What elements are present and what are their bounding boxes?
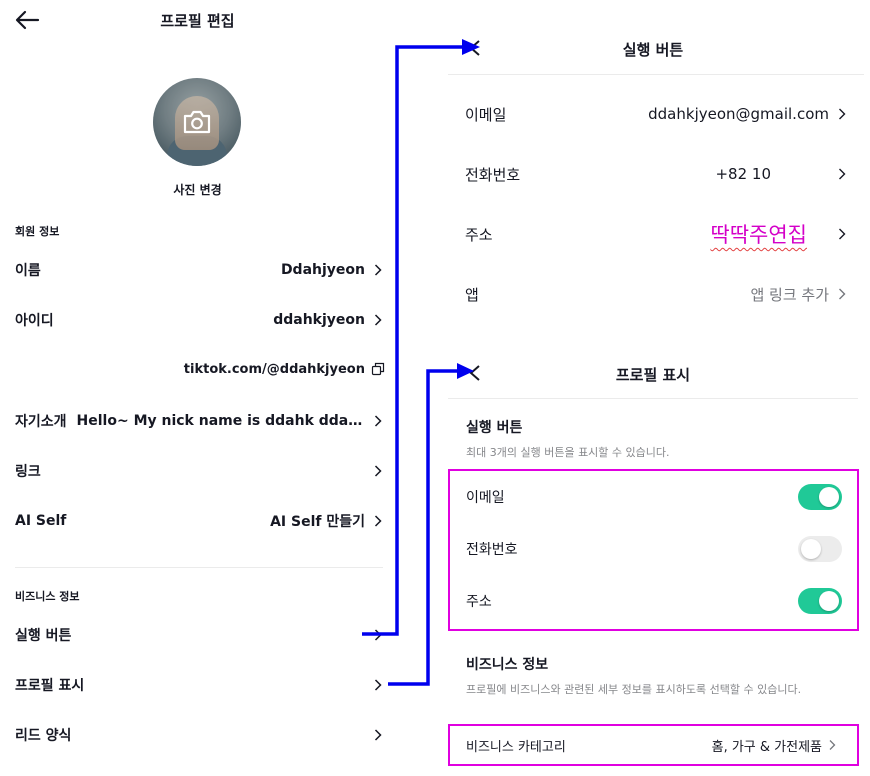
lead-form-label: 리드 양식: [15, 728, 72, 744]
username-value: ddahkjyeon: [273, 312, 365, 328]
email-toggle[interactable]: [798, 484, 842, 510]
phone-value: +82 10: [715, 165, 771, 183]
email-toggle-row: 이메일: [466, 482, 842, 512]
bio-row[interactable]: 자기소개 Hello~ My nick name is ddahk ddah..…: [15, 406, 385, 436]
tiktok-profile-link[interactable]: tiktok.com/@ddahkjyeon: [15, 358, 385, 380]
name-row[interactable]: 이름 Ddahjyeon: [15, 255, 385, 285]
profile-edit-panel: 프로필 편집 사진 변경 회원 정보 이름 Ddahjyeon 아이디 ddah…: [0, 0, 400, 776]
back-arrow-icon[interactable]: [14, 8, 42, 32]
username-label: 아이디: [15, 313, 54, 329]
app-row[interactable]: 앱 앱 링크 추가: [465, 279, 849, 309]
link-row[interactable]: 링크: [15, 456, 385, 486]
action-section-description: 최대 3개의 실행 버튼을 표시할 수 있습니다.: [466, 446, 670, 459]
ai-self-value: AI Self 만들기: [270, 514, 365, 530]
business-section-description: 프로필에 비즈니스와 관련된 세부 정보를 표시하도록 선택할 수 있습니다.: [466, 683, 802, 696]
change-photo-link[interactable]: 사진 변경: [173, 183, 222, 197]
app-label: 앱: [465, 285, 479, 304]
app-value: 앱 링크 추가: [750, 285, 829, 304]
member-info-section-label: 회원 정보: [15, 225, 60, 238]
phone-row[interactable]: 전화번호 +82 10: [465, 159, 849, 189]
copy-icon[interactable]: [371, 362, 385, 376]
address-toggle-row: 주소: [466, 586, 842, 616]
tiktok-link-text: tiktok.com/@ddahkjyeon: [183, 361, 365, 377]
action-panel-title: 실행 버튼: [622, 41, 684, 59]
chevron-right-icon: [839, 288, 846, 300]
chevron-right-icon: [374, 415, 382, 427]
profile-display-panel: 프로필 표시 실행 버튼 최대 3개의 실행 버튼을 표시할 수 있습니다. 이…: [448, 355, 870, 776]
display-panel-title: 프로필 표시: [615, 366, 691, 384]
chevron-right-icon: [374, 629, 382, 641]
header-divider: [448, 398, 858, 399]
link-label: 링크: [15, 464, 41, 480]
address-label: 주소: [465, 225, 493, 244]
username-row[interactable]: 아이디 ddahkjyeon: [15, 305, 385, 335]
action-button-label: 실행 버튼: [15, 628, 72, 644]
phone-toggle-label: 전화번호: [466, 542, 518, 558]
camera-icon: [183, 110, 211, 134]
profile-display-row[interactable]: 프로필 표시: [15, 670, 385, 700]
name-value: Ddahjyeon: [280, 262, 365, 278]
chevron-right-icon: [839, 228, 846, 240]
email-label: 이메일: [465, 105, 507, 124]
chevron-right-icon: [839, 168, 846, 180]
phone-toggle-row: 전화번호: [466, 534, 842, 564]
toggle-highlight-box: [448, 469, 859, 631]
address-toggle[interactable]: [798, 588, 842, 614]
phone-label: 전화번호: [465, 165, 521, 184]
email-toggle-label: 이메일: [466, 490, 505, 506]
avatar[interactable]: [153, 78, 241, 166]
chevron-right-icon: [374, 679, 382, 691]
ai-self-row[interactable]: AI Self AI Self 만들기: [15, 506, 385, 536]
business-section-title: 비즈니스 정보: [466, 657, 549, 673]
address-toggle-label: 주소: [466, 594, 492, 610]
email-row[interactable]: 이메일 ddahkjyeon@gmail.com: [465, 99, 849, 129]
category-highlight-box: [448, 724, 859, 766]
bio-value: Hello~ My nick name is ddahk ddah...: [76, 413, 365, 429]
chevron-right-icon: [374, 314, 382, 326]
email-value: ddahkjyeon@gmail.com: [648, 105, 829, 123]
business-info-section-label: 비즈니스 정보: [15, 590, 80, 603]
address-row[interactable]: 주소 딱딱주연집: [465, 219, 849, 249]
phone-toggle[interactable]: [798, 536, 842, 562]
address-value: 딱딱주연집: [710, 223, 807, 247]
chevron-right-icon: [374, 465, 382, 477]
business-category-label: 비즈니스 카테고리: [466, 739, 566, 755]
action-button-panel: 실행 버튼 이메일 ddahkjyeon@gmail.com 전화번호 +82 …: [448, 28, 870, 328]
ai-self-label: AI Self: [15, 513, 67, 529]
header-divider: [448, 74, 864, 75]
page-title: 프로필 편집: [160, 12, 235, 30]
action-section-title: 실행 버튼: [466, 420, 523, 436]
chevron-right-icon: [839, 108, 846, 120]
chevron-right-icon: [374, 729, 382, 741]
lead-form-row[interactable]: 리드 양식: [15, 720, 385, 750]
chevron-right-icon: [374, 264, 382, 276]
bio-label: 자기소개: [15, 414, 67, 430]
chevron-right-icon: [374, 515, 382, 527]
chevron-right-icon: [829, 740, 836, 750]
profile-display-label: 프로필 표시: [15, 678, 85, 694]
section-divider: [15, 567, 383, 568]
business-category-value: 홈, 가구 & 가전제품: [711, 739, 822, 755]
business-category-row[interactable]: 비즈니스 카테고리 홈, 가구 & 가전제품: [466, 731, 838, 759]
action-button-row[interactable]: 실행 버튼: [15, 620, 385, 650]
name-label: 이름: [15, 263, 41, 279]
